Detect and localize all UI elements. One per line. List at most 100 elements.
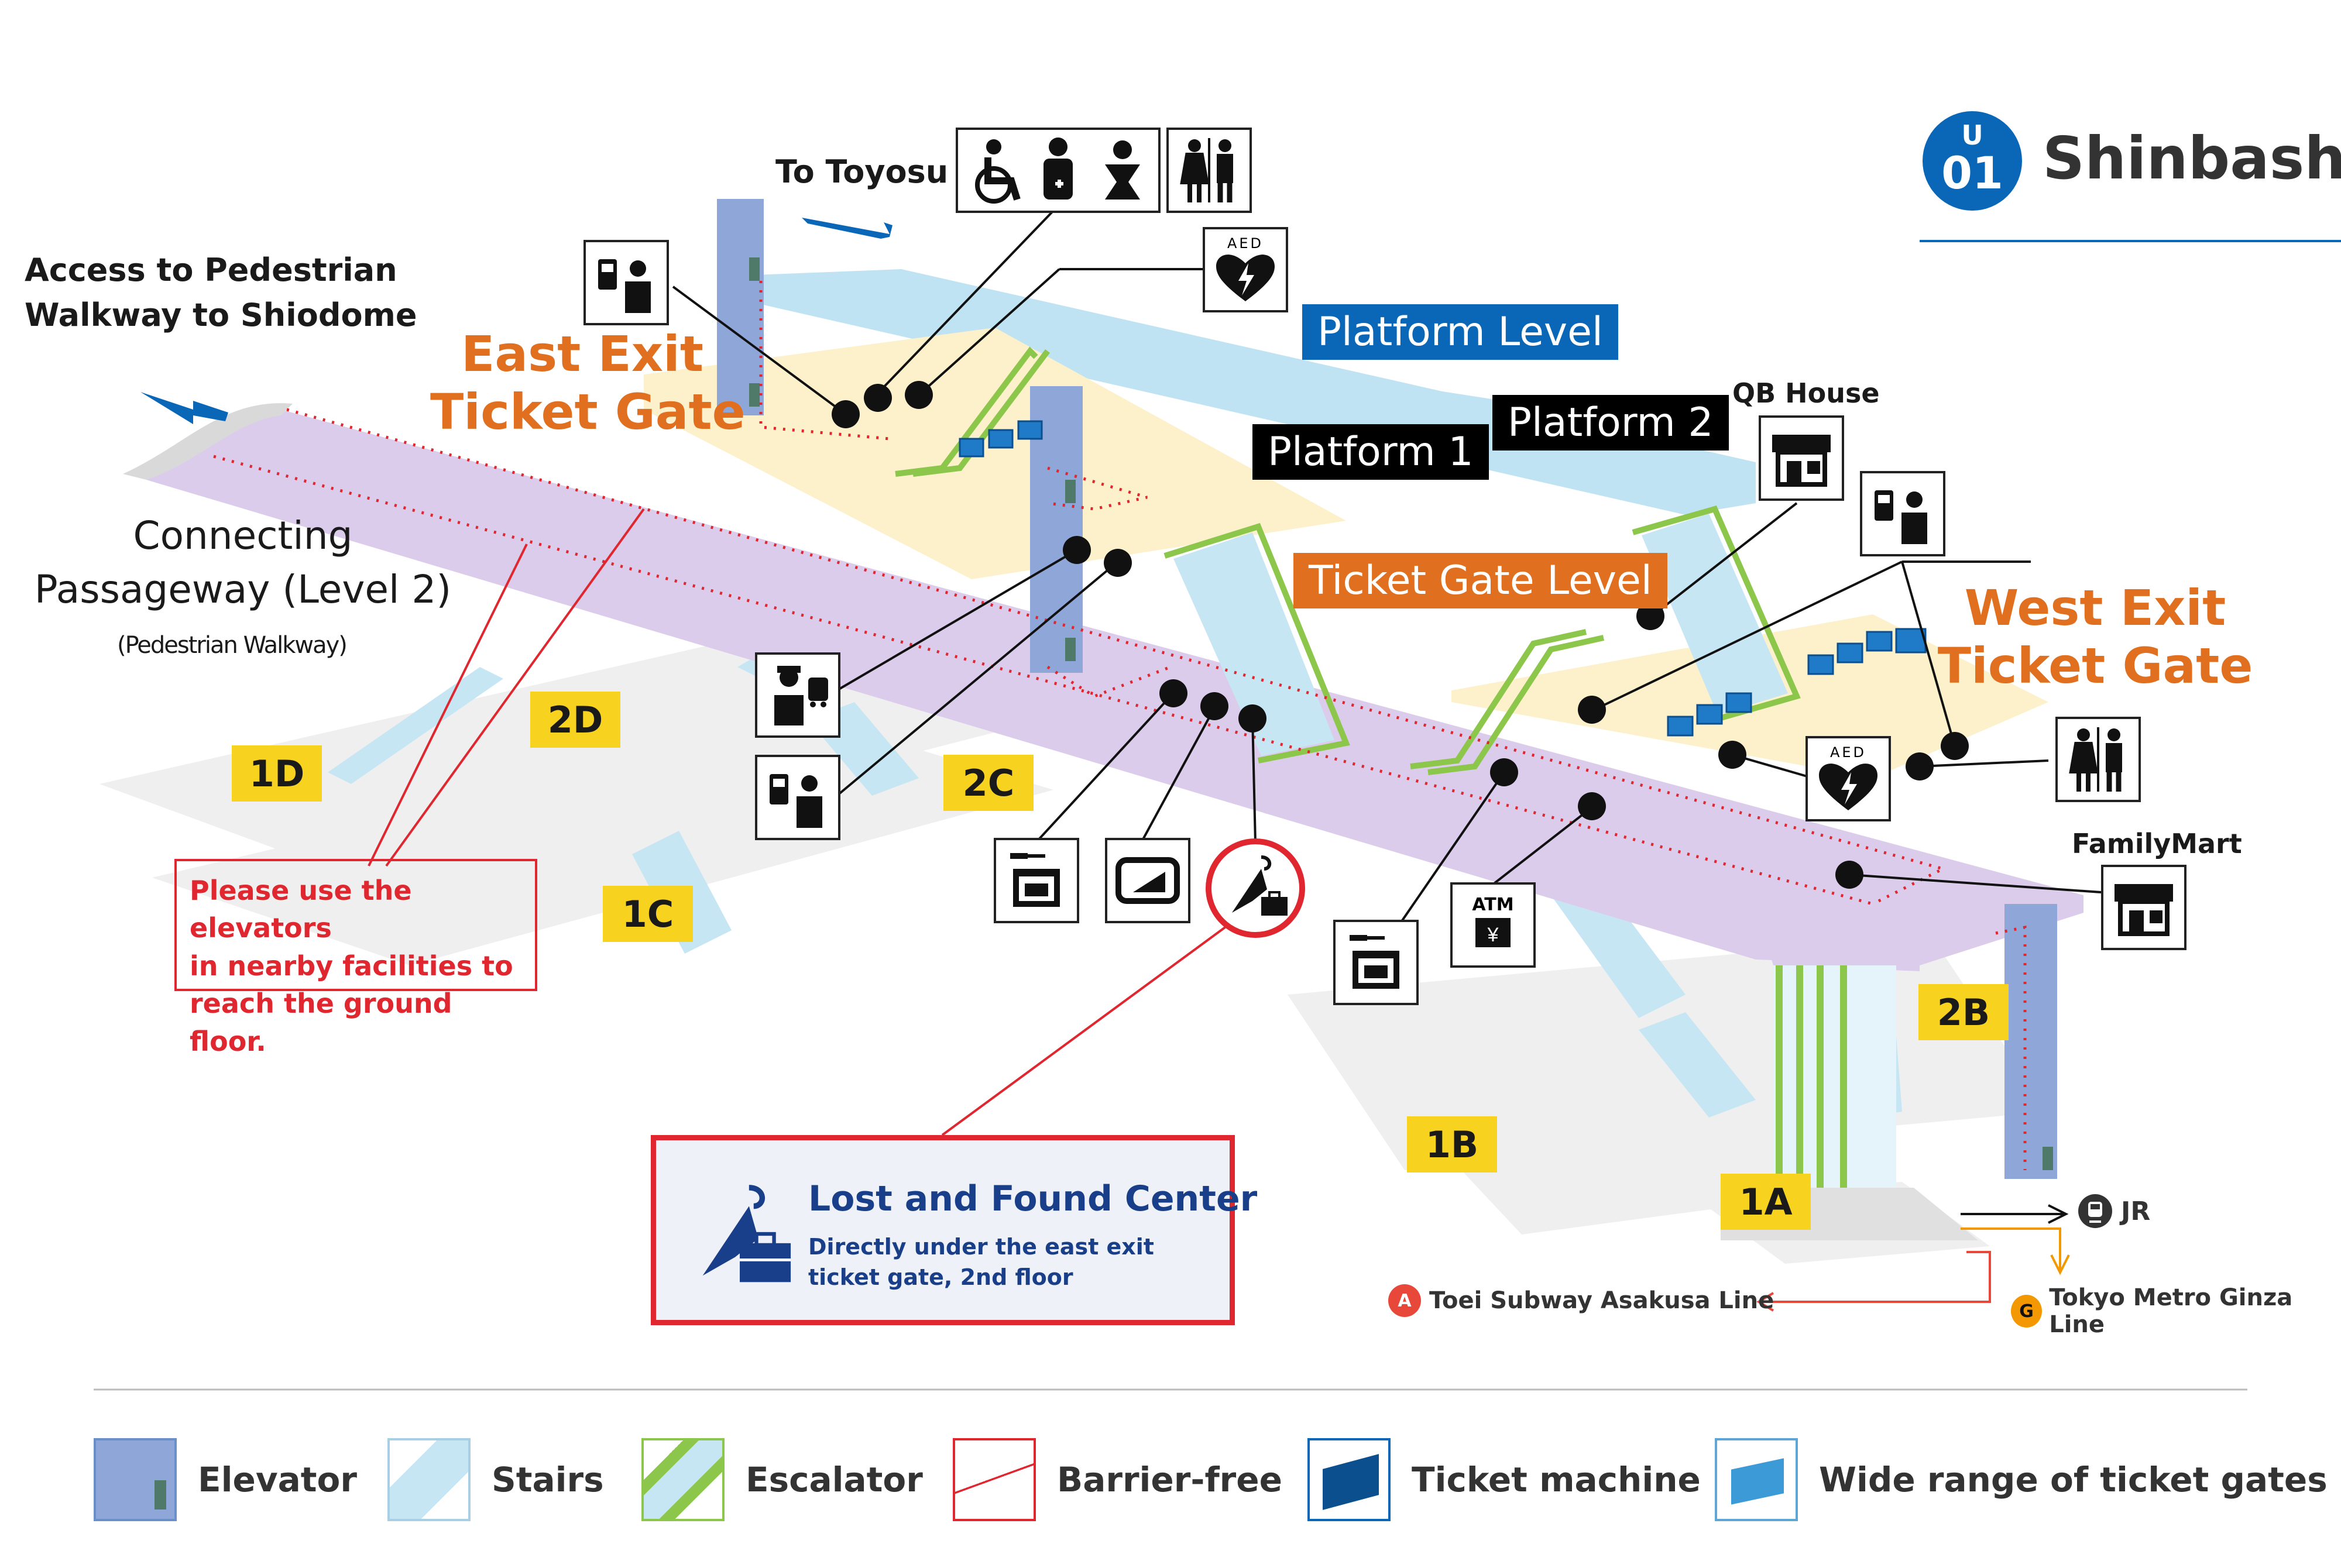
connecting-sub: (Pedestrian Walkway) — [117, 632, 348, 659]
aed-icon: AED — [1203, 227, 1288, 312]
lost-found-line2: ticket gate, 2nd floor — [808, 1264, 1073, 1290]
east-ticket-gate-area — [644, 328, 1346, 579]
ic-card-icon — [1105, 838, 1190, 923]
station-number: 01 — [1941, 147, 2003, 199]
station-name: Shinbashi — [2043, 124, 2341, 192]
platform1-tag: Platform 1 — [1252, 424, 1489, 480]
notice-line1: Please use the elevators — [190, 875, 412, 944]
line-letter: U — [1961, 119, 1983, 151]
asakusa-line-badge: A — [1388, 1284, 1421, 1317]
ginza-transfer: G Tokyo Metro Ginza Line — [2011, 1284, 2341, 1338]
legend-escalator-label: Escalator — [746, 1460, 923, 1500]
qb-house-shop-icon — [1759, 415, 1844, 501]
platform2-tag: Platform 2 — [1492, 395, 1729, 451]
east-exit-line1: East Exit — [461, 325, 703, 383]
ginza-line-badge: G — [2011, 1295, 2043, 1328]
legend-ticket-machine-label: Ticket machine — [1412, 1460, 1701, 1500]
station-staff-icon — [583, 240, 669, 325]
lost-found-panel-icon — [702, 1185, 791, 1282]
jr-transfer: JR — [2078, 1194, 2150, 1229]
legend-barrier-free-label: Barrier-free — [1057, 1460, 1282, 1500]
platform-level-area-lower — [1083, 351, 1522, 445]
train-icon — [2078, 1194, 2112, 1228]
legend-elevator: Elevator — [94, 1438, 357, 1521]
elevator-icon — [94, 1438, 177, 1521]
ticket-office-icon — [755, 755, 840, 840]
station-office-icon — [755, 652, 840, 738]
west-exit-title: West Exit Ticket Gate — [1931, 579, 2259, 695]
escalator-steps — [1173, 514, 1788, 756]
notice-leader-lines — [368, 508, 1230, 1136]
to-toyosu-label: To Toyosu — [775, 153, 949, 190]
atm-label: ATM — [1472, 894, 1514, 915]
connecting-title: Connecting Passageway (Level 2) — [26, 509, 459, 617]
exit-2b: 2B — [1918, 984, 2009, 1040]
west-exit-line1: West Exit — [1964, 579, 2226, 637]
ticket-gate-level-tag: Ticket Gate Level — [1293, 553, 1667, 608]
legend-ticket-machine: Ticket machine — [1307, 1438, 1701, 1521]
connecting-line1: Connecting — [133, 513, 353, 558]
exit-1d: 1D — [232, 745, 322, 802]
station-badge: U 01 — [1923, 111, 2022, 211]
transfer-arrows — [1756, 1204, 2070, 1312]
legend-elevator-label: Elevator — [198, 1460, 357, 1500]
west-exit-line2: Ticket Gate — [1937, 637, 2253, 695]
lost-found-panel[interactable]: Lost and Found Center Directly under the… — [651, 1135, 1257, 1325]
exit-1a-escalators — [1776, 965, 1847, 1188]
access-label-line1: Access to Pedestrian — [25, 252, 397, 288]
accessible-restroom-icon — [956, 128, 1161, 213]
lost-and-found-icon[interactable] — [1214, 845, 1296, 927]
connecting-line2: Passageway (Level 2) — [34, 567, 452, 613]
exit-1b: 1B — [1407, 1116, 1497, 1172]
lost-found-highlight-circle[interactable] — [1206, 838, 1305, 938]
legend-stairs-label: Stairs — [492, 1460, 604, 1500]
lost-found-line1: Directly under the east exit — [808, 1234, 1154, 1260]
passage-down-area — [1756, 907, 1920, 971]
access-label-line2: Walkway to Shiodome — [25, 297, 417, 333]
legend-stairs: Stairs — [387, 1438, 604, 1521]
asakusa-transfer: A Toei Subway Asakusa Line — [1388, 1284, 1774, 1317]
legend-wide-gate-label: Wide range of ticket gates — [1819, 1460, 2328, 1500]
familymart-shop-icon — [2101, 865, 2186, 950]
legend-escalator: Escalator — [641, 1438, 923, 1521]
escalator-icon — [641, 1438, 725, 1521]
east-exit-title: East Exit Ticket Gate — [430, 325, 746, 441]
exit-1c: 1C — [603, 886, 693, 942]
exit-1a: 1A — [1721, 1174, 1811, 1230]
ticket-office-icon-west — [1860, 471, 1945, 556]
ticket-machine-icon — [1307, 1438, 1391, 1521]
aed-icon-west: AED — [1805, 736, 1891, 821]
legend-wide-gate: Wide range of ticket gates — [1715, 1438, 2328, 1521]
pedestrian-walkway — [123, 403, 293, 480]
facility-dots — [832, 381, 1969, 889]
exit-1a-stairwell — [1773, 965, 1896, 1188]
aed-label: AED — [1227, 235, 1264, 252]
coin-locker-icon-2 — [1333, 920, 1419, 1005]
platform-level-tag: Platform Level — [1302, 304, 1618, 360]
elevator-notice-box: Please use the elevators in nearby facil… — [174, 859, 537, 1057]
barrier-free-routes — [213, 281, 2027, 1170]
aed-label-west: AED — [1829, 744, 1867, 761]
stairs-icon — [387, 1438, 471, 1521]
elevator-doors — [749, 257, 2053, 1170]
atm-icon: ATM ¥ — [1450, 882, 1536, 968]
jr-label: JR — [2121, 1196, 2151, 1226]
restroom-icon-west — [2055, 717, 2141, 802]
exit-2d: 2D — [530, 692, 620, 748]
notice-line3: reach the ground floor. — [190, 988, 452, 1057]
ginza-line-label: Tokyo Metro Ginza Line — [2049, 1284, 2293, 1338]
lost-found-title: Lost and Found Center — [808, 1178, 1258, 1219]
escalators — [895, 346, 1801, 775]
exit-2c: 2C — [943, 755, 1034, 811]
east-exit-line2: Ticket Gate — [430, 383, 746, 441]
familymart-label: FamilyMart — [2072, 828, 2242, 859]
coin-locker-icon — [994, 838, 1079, 923]
svg-text:¥: ¥ — [1487, 924, 1499, 946]
legend-barrier-free: Barrier-free — [953, 1438, 1282, 1521]
qb-house-label: QB House — [1732, 377, 1880, 409]
ticket-gates — [959, 420, 1927, 737]
barrier-free-icon — [953, 1438, 1036, 1521]
restroom-icon — [1166, 128, 1252, 213]
connecting-passageway-area — [146, 410, 2083, 965]
